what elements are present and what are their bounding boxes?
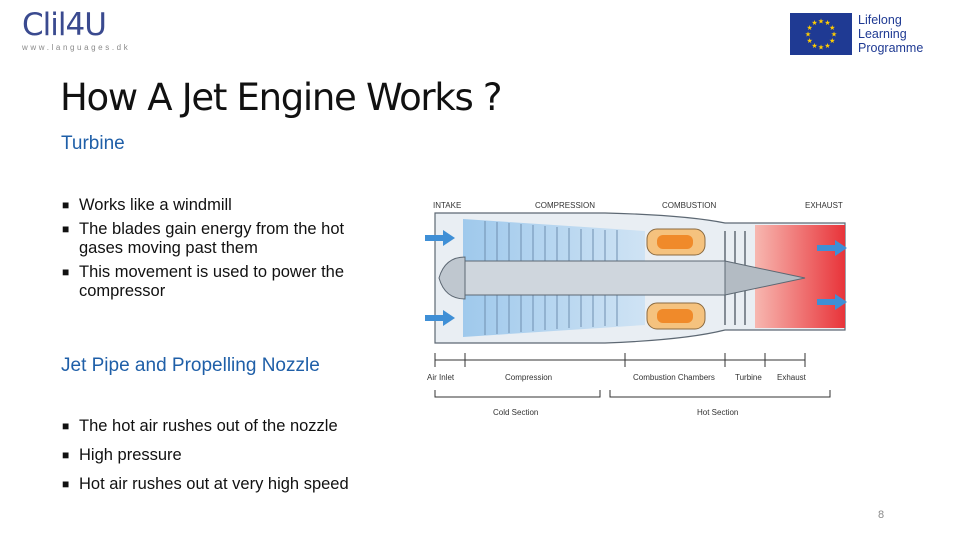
bullet-square-icon: ■ xyxy=(62,419,70,433)
flame-top xyxy=(657,235,693,249)
bullet-item: ■The hot air rushes out of the nozzle xyxy=(62,417,338,435)
llp-text: Lifelong Learning Programme xyxy=(858,13,923,55)
eu-star-icon: ★ xyxy=(829,37,835,45)
llp-line: Programme xyxy=(858,41,924,55)
bullet-list-turbine: ■Works like a windmill ■The blades gain … xyxy=(62,196,392,301)
bullet-item: ■High pressure xyxy=(62,446,182,464)
bullet-item: ■Works like a windmill xyxy=(62,196,232,214)
diagram-label-hot-section: Hot Section xyxy=(697,408,738,417)
bullet-item: ■Hot air rushes out at very high speed xyxy=(62,475,349,493)
lifelong-learning-logo: ★★★★★★★★★★★★ Lifelong Learning Programme xyxy=(790,12,940,56)
eu-star-icon: ★ xyxy=(824,19,830,27)
diagram-label-combustion-chambers: Combustion Chambers xyxy=(633,373,715,382)
clil4u-logo: Clil4U www.languages.dk xyxy=(22,8,142,58)
diagram-label-combustion: COMBUSTION xyxy=(662,201,716,210)
eu-flag-icon: ★★★★★★★★★★★★ xyxy=(790,13,852,55)
diagram-label-intake: INTAKE xyxy=(433,201,461,210)
llp-line: Lifelong xyxy=(858,13,902,27)
diagram-label-exhaust: EXHAUST xyxy=(805,201,843,210)
diagram-label-cold-section: Cold Section xyxy=(493,408,538,417)
central-shaft xyxy=(464,260,726,296)
section-heading-nozzle: Jet Pipe and Propelling Nozzle xyxy=(61,355,320,376)
eu-star-icon: ★ xyxy=(811,19,817,27)
bullet-list-nozzle: ■The hot air rushes out of the nozzle ■H… xyxy=(62,417,392,494)
bullet-square-icon: ■ xyxy=(62,448,70,462)
clil4u-url: www.languages.dk xyxy=(22,43,131,52)
diagram-label-exhaust-bottom: Exhaust xyxy=(777,373,807,382)
jet-engine-diagram: INTAKE COMPRESSION COMBUSTION EXHAUST xyxy=(425,201,847,417)
diagram-label-compression-bottom: Compression xyxy=(505,373,552,382)
eu-star-icon: ★ xyxy=(829,24,835,32)
diagram-label-compression: COMPRESSION xyxy=(535,201,595,210)
diagram-label-turbine: Turbine xyxy=(735,373,762,382)
eu-star-icon: ★ xyxy=(831,31,837,39)
section-brackets xyxy=(434,353,831,398)
bullet-square-icon: ■ xyxy=(62,198,70,212)
bullet-square-icon: ■ xyxy=(62,222,70,236)
clil4u-logo-text: Clil4U xyxy=(22,7,107,43)
diagram-label-air-inlet: Air Inlet xyxy=(427,373,455,382)
bullet-item: ■The blades gain energy from the hot gas… xyxy=(62,220,345,257)
eu-star-icon: ★ xyxy=(807,37,813,45)
eu-star-icon: ★ xyxy=(818,44,824,52)
eu-star-icon: ★ xyxy=(807,24,813,32)
slide-title: How A Jet Engine Works ? xyxy=(60,76,503,119)
section-heading-turbine: Turbine xyxy=(61,133,125,154)
eu-star-icon: ★ xyxy=(811,42,817,50)
page-number: 8 xyxy=(878,509,885,521)
bullet-square-icon: ■ xyxy=(62,265,70,279)
llp-line: Learning xyxy=(858,27,907,41)
eu-star-icon: ★ xyxy=(818,18,824,26)
bullet-item: ■This movement is used to power the comp… xyxy=(62,263,345,300)
eu-star-icon: ★ xyxy=(824,42,830,50)
eu-star-icon: ★ xyxy=(805,31,811,39)
bullet-square-icon: ■ xyxy=(62,477,70,491)
flame-bottom xyxy=(657,309,693,323)
airflow-arrows xyxy=(425,230,847,326)
exhaust-cone xyxy=(724,260,806,296)
